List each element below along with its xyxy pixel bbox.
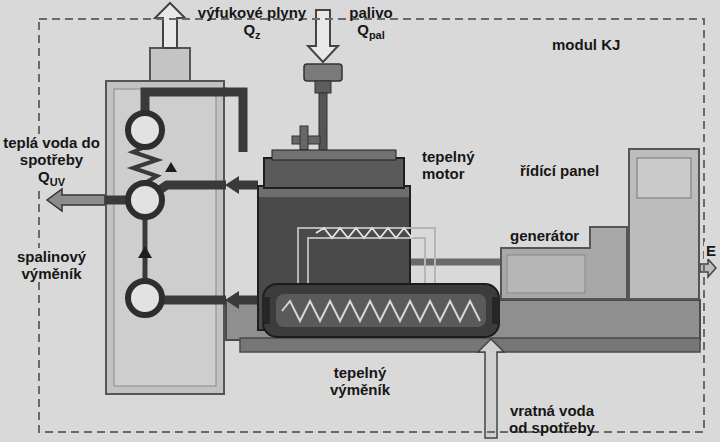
hot-water-arrow	[47, 189, 105, 211]
annotation: teplá voda do spotřeby	[3, 134, 100, 168]
quantity-symbol: Q	[357, 21, 369, 38]
pipe-line	[237, 181, 258, 190]
label-line: QUV	[3, 168, 100, 187]
exhaust-stack	[150, 48, 190, 82]
fuel-valve	[304, 64, 342, 81]
panel-label: řídící panel	[520, 162, 624, 179]
dashed-frame	[39, 19, 704, 432]
pipe-line	[410, 259, 500, 266]
module-frame: modul KJ spalinový výměník tepelný motor te…	[38, 18, 705, 433]
arrow-head	[225, 176, 239, 194]
fuel-valve-neck	[315, 81, 331, 93]
jacket-loop	[298, 228, 435, 283]
label-line: palivo	[340, 4, 402, 21]
heat-exchanger: tepelný výměník	[262, 283, 500, 338]
drive-shaft	[410, 262, 500, 263]
label-line: výfukové plyny	[188, 4, 316, 21]
annotation: palivo	[349, 4, 392, 21]
label-line: Qpal	[340, 21, 402, 40]
panel-face	[637, 158, 691, 198]
exchanger-casing	[106, 81, 224, 394]
heat-exchanger-outline	[262, 283, 500, 338]
water-inlet-pipe	[160, 296, 226, 305]
label-group: palivoQpal	[340, 4, 402, 40]
annotation: E	[706, 242, 716, 259]
label-line: teplá voda do spotřeby	[3, 134, 100, 168]
quantity-symbol: Q	[243, 21, 255, 38]
quantity-symbol: Q	[38, 168, 50, 185]
tube-section	[128, 281, 162, 315]
control-panel-outline	[628, 148, 700, 300]
gas-inlet-pipe	[155, 185, 226, 193]
engine-label: tepelný motor	[422, 148, 506, 182]
exchanger-coil	[282, 301, 480, 321]
tube-section	[128, 113, 162, 147]
flue-gas-exchanger: spalinový výměník	[105, 80, 225, 395]
annotation: výfukové plyny	[198, 4, 306, 21]
label-line: vratná voda od spotřeby	[500, 402, 604, 436]
end-cap	[492, 297, 500, 324]
generator-label: generátor	[510, 227, 594, 244]
exhaust-gas-pipe	[225, 176, 258, 194]
exchanger-core	[276, 294, 486, 327]
fuel-arrow	[308, 10, 338, 62]
flue-gas-exchanger-outline	[105, 80, 225, 395]
subscript: pal	[369, 29, 385, 41]
label-line: E	[704, 242, 718, 259]
base-plate	[240, 338, 700, 352]
label-group: výfukové plynyQz	[188, 4, 316, 40]
valve-cover	[272, 150, 396, 160]
panel-cabinet	[629, 149, 699, 299]
exhaust-pipe	[222, 92, 243, 152]
jacket-coil	[316, 228, 412, 238]
exchanger-shell	[263, 284, 499, 337]
return-water-arrow	[478, 339, 504, 438]
exchanger-inner	[114, 89, 216, 386]
flow-arrow	[165, 162, 177, 172]
control-panel: řídící panel	[628, 148, 700, 300]
label-group: E	[704, 242, 718, 259]
subscript: UV	[50, 176, 65, 188]
annotation: vratná voda od spotřeby	[509, 402, 595, 436]
label-group: teplá voda do spotřebyQUV	[3, 134, 100, 187]
power-arrow	[700, 259, 716, 277]
arrow-head	[225, 291, 239, 309]
exchanger-label: tepelný výměník	[310, 364, 410, 398]
generator-housing	[501, 227, 627, 299]
water-pipe	[225, 291, 262, 309]
generator-face	[507, 255, 585, 293]
tube-section	[128, 183, 162, 217]
flow-arrow	[138, 246, 152, 258]
label-group: vratná voda od spotřeby	[500, 402, 604, 436]
exchanger-label: spalinový výměník	[3, 248, 100, 282]
label-line: Qz	[188, 21, 316, 40]
subscript: z	[255, 29, 261, 41]
cylinder-head	[264, 158, 404, 188]
exhaust-arrow	[155, 3, 185, 48]
end-cap	[262, 297, 270, 324]
exchanger-coil	[133, 147, 157, 183]
generator: generátor	[500, 226, 628, 300]
module-label: modul KJ	[552, 36, 647, 53]
fuel-bolt-head	[300, 126, 308, 150]
